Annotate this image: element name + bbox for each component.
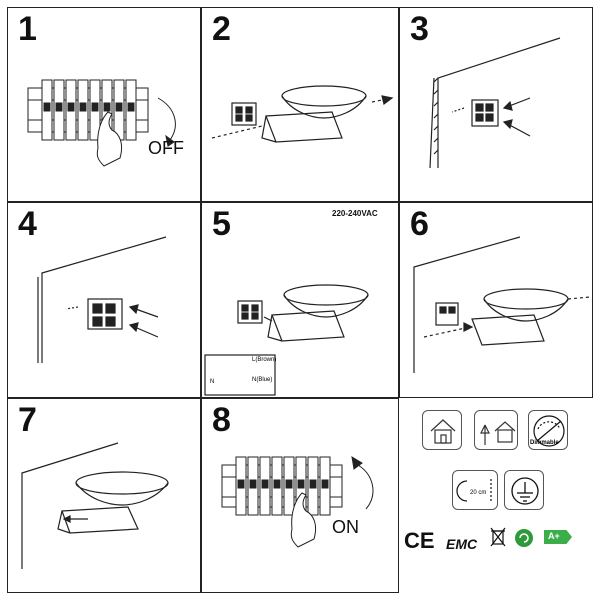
step-7-panel: 7 [7,398,201,593]
product-icons-area: Dimmable 20 cm CE EMC A+ [400,398,600,600]
step-number: 8 [212,401,231,439]
step-number: 4 [18,205,37,243]
wall-mount-illustration [429,37,561,169]
distance-label: 20 cm [470,490,487,496]
breaker-off-illustration [27,79,176,167]
breaker-on-illustration [221,456,374,548]
recycle-icon [515,529,533,547]
step-1-panel: 1 OFF [7,7,201,202]
indoor-use-icon [422,410,462,450]
step-number: 6 [410,205,429,243]
step-3-panel: 3 [399,7,593,202]
voltage-label: 220-240VAC [332,209,378,218]
attach-fixture-illustration [413,236,591,373]
off-label: OFF [148,138,184,158]
dimmable-icon: Dimmable [528,410,568,450]
outdoor-use-icon [474,410,518,450]
distance-icon: 20 cm [452,470,498,510]
wire-label-live: L(Brown) [252,357,277,363]
step-8-panel: 8 ON [201,398,399,593]
ce-mark: CE [404,528,435,553]
step-number: 1 [18,10,37,48]
step-4-panel: 4 [7,202,201,398]
wiring-illustration [204,284,369,396]
wire-label-neutral: N(Blue) [252,377,273,383]
step-2-panel: 2 [201,7,399,202]
remove-fixture-illustration [211,85,394,143]
energy-class-label: A+ [548,531,560,541]
screw-box-illustration [37,236,167,363]
step-number: 2 [212,10,231,48]
step-5-panel: 5 220-240VAC L(Brown) N(Blue) N [201,202,399,398]
energy-class-badge: A+ [544,530,572,544]
on-label: ON [332,517,359,537]
step-6-panel: 6 [399,202,593,398]
emc-mark: EMC [446,536,478,552]
step-number: 7 [18,401,37,439]
weee-bin-icon [490,527,506,547]
step-number: 3 [410,10,429,48]
step-number: 5 [212,205,231,243]
mounted-fixture-illustration [21,442,169,569]
earth-ground-icon [504,470,544,510]
wire-label-n: N [210,379,215,385]
dimmable-label: Dimmable [530,440,559,446]
